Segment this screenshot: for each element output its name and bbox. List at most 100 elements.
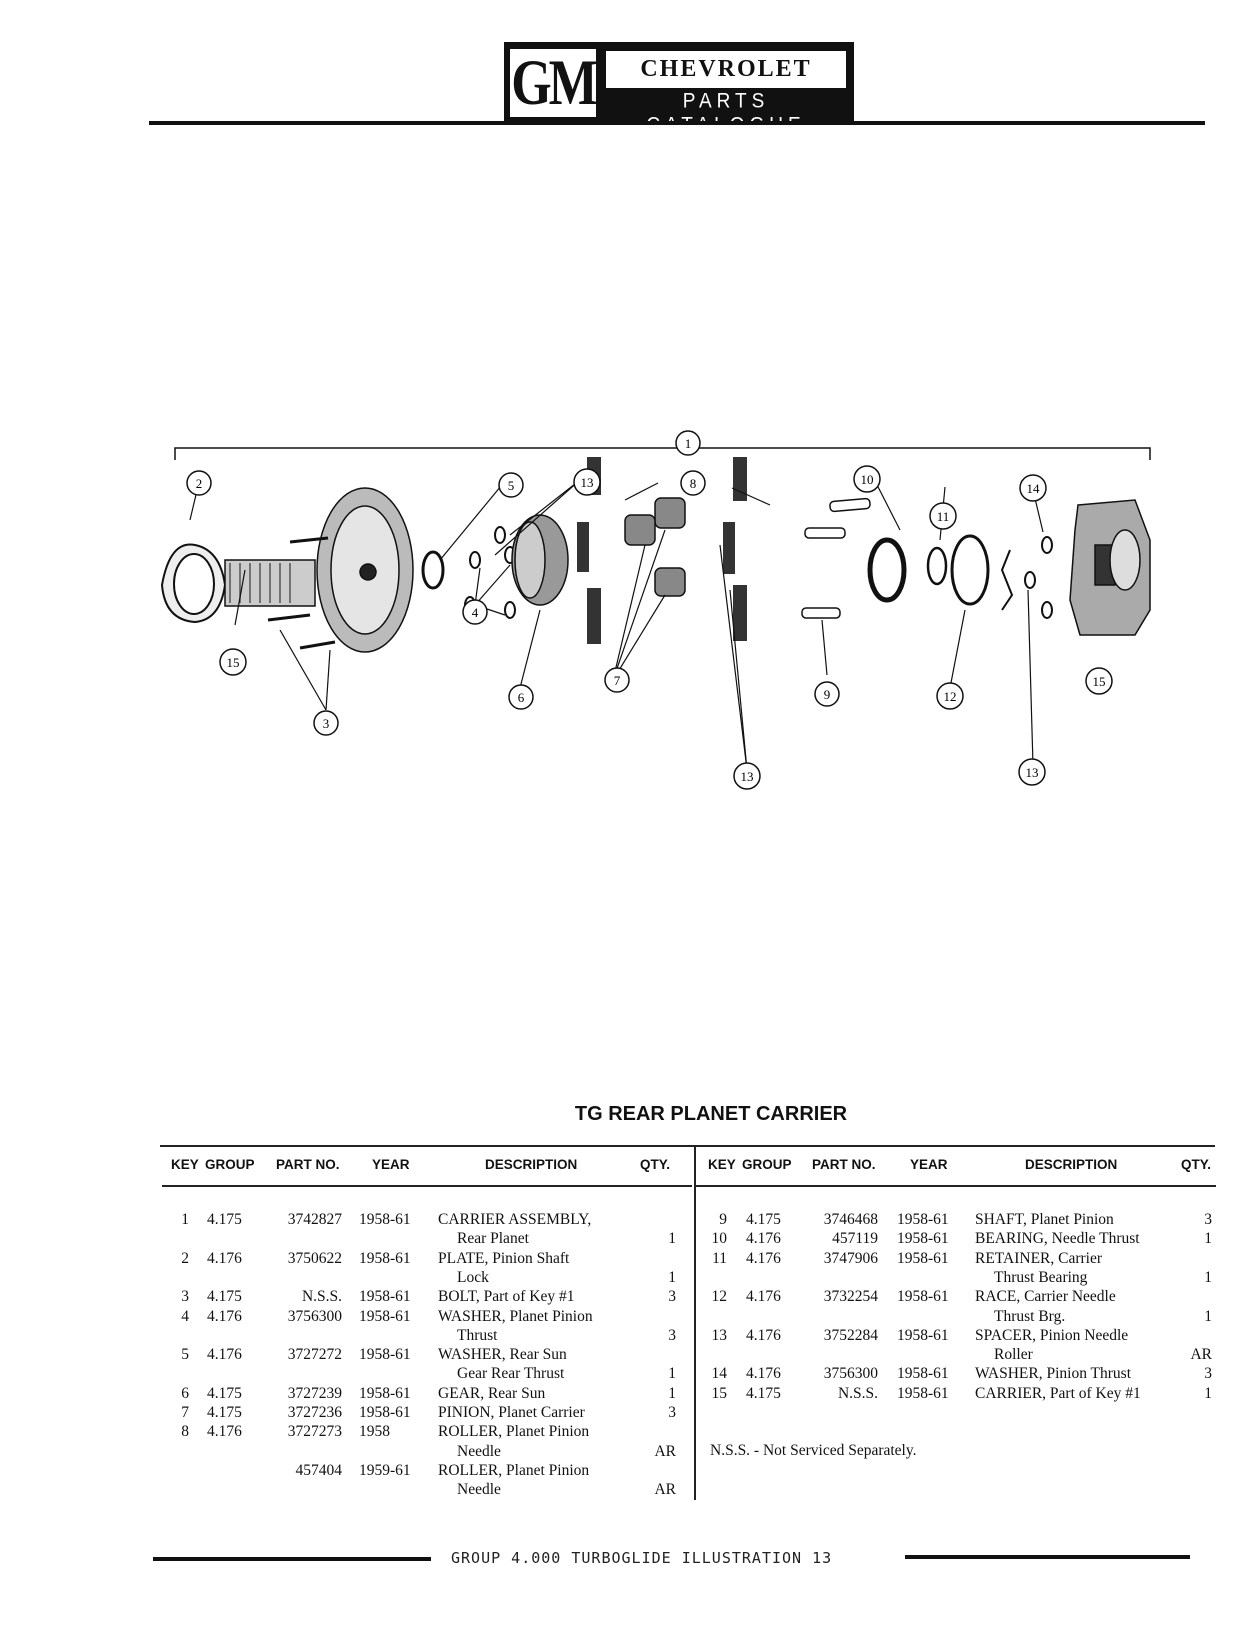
row-description: ROLLER, Planet Pinion: [438, 1423, 590, 1441]
row-year: 1958-61: [897, 1249, 949, 1267]
column-header-group-right: GROUP: [742, 1157, 792, 1172]
row-description: WASHER, Planet Pinion: [438, 1307, 593, 1325]
row-part-number: N.S.S.: [301, 1288, 342, 1306]
table-top-rule: [160, 1145, 1215, 1147]
row-qty: 1: [668, 1384, 676, 1402]
footer-rule-right: [905, 1555, 1190, 1559]
row-description: Needle: [457, 1442, 501, 1460]
row-part-number: 3746468: [823, 1211, 878, 1228]
column-header-description-left: DESCRIPTION: [485, 1157, 578, 1172]
row-year: 1958-61: [897, 1365, 949, 1383]
row-group: 4.175: [207, 1384, 242, 1402]
row-part-number: 3750622: [287, 1249, 342, 1267]
row-group: 4.176: [746, 1365, 781, 1383]
row-description: Thrust Brg.: [994, 1307, 1066, 1325]
row-qty: 3: [1204, 1211, 1212, 1228]
row-qty: 1: [1204, 1230, 1212, 1248]
row-description: Gear Rear Thrust: [457, 1365, 565, 1383]
row-group: 4.176: [207, 1249, 242, 1267]
row-part-number: 457404: [295, 1461, 343, 1479]
row-year: 1959-61: [359, 1461, 411, 1479]
callout-5: 5: [498, 472, 524, 498]
row-part-number: 3732254: [823, 1288, 878, 1306]
row-part-number: 3727236: [287, 1404, 342, 1421]
row-description: BEARING, Needle Thrust: [975, 1230, 1140, 1248]
column-header-year-right: YEAR: [910, 1157, 948, 1172]
callout-13-lower: 13: [733, 762, 761, 790]
page-title: TG REAR PLANET CARRIER: [574, 1103, 848, 1125]
row-year: 1958-61: [359, 1346, 411, 1364]
sun-gear-washer: [421, 550, 445, 590]
callout-11: 11: [929, 502, 957, 530]
row-part-number: 3756300: [287, 1307, 342, 1325]
svg-text:11: 11: [937, 509, 950, 524]
row-key: 8: [181, 1423, 189, 1441]
row-description: Roller: [994, 1346, 1033, 1364]
row-description: Thrust Bearing: [994, 1268, 1088, 1286]
callout-12: 12: [936, 682, 964, 710]
column-header-description-right: DESCRIPTION: [1025, 1157, 1118, 1172]
row-key: 3: [181, 1288, 189, 1306]
row-qty: 1: [668, 1268, 676, 1286]
row-key: 10: [711, 1230, 728, 1248]
row-part-number: 3727239: [287, 1384, 342, 1402]
row-description: WASHER, Pinion Thrust: [975, 1365, 1132, 1383]
row-description: SHAFT, Planet Pinion: [975, 1211, 1114, 1228]
row-year: 1958: [359, 1423, 390, 1441]
column-header-key-left: KEY: [171, 1157, 199, 1172]
column-header-year-left: YEAR: [372, 1157, 410, 1172]
row-year: 1958-61: [897, 1384, 949, 1402]
svg-text:1: 1: [685, 436, 692, 451]
row-qty: 1: [1204, 1268, 1212, 1286]
brand-name: CHEVROLET: [640, 56, 812, 82]
header-rule: [149, 121, 1205, 125]
row-group: 4.176: [207, 1423, 242, 1441]
row-description: WASHER, Rear Sun: [438, 1346, 567, 1364]
row-group: 4.175: [207, 1211, 242, 1228]
row-qty: AR: [654, 1481, 676, 1499]
row-group: 4.176: [746, 1326, 781, 1344]
row-description: PINION, Planet Carrier: [438, 1404, 585, 1421]
svg-text:14: 14: [1027, 481, 1041, 496]
svg-text:8: 8: [690, 476, 697, 491]
brand-box: CHEVROLET: [606, 51, 846, 88]
svg-text:10: 10: [861, 472, 874, 487]
row-part-number: 3752284: [823, 1326, 878, 1344]
svg-text:4: 4: [472, 605, 479, 620]
pinion-shafts: [801, 497, 871, 619]
row-description: Rear Planet: [457, 1230, 529, 1248]
column-header-part-no-left: PART NO.: [276, 1157, 340, 1172]
row-qty: 3: [668, 1326, 676, 1344]
footer-rule-left: [153, 1557, 431, 1561]
row-part-number: 3727272: [287, 1346, 342, 1364]
row-description: CARRIER ASSEMBLY,: [438, 1211, 592, 1228]
callout-6: 6: [508, 684, 534, 710]
row-part-number: 3727273: [287, 1423, 342, 1441]
row-key: 14: [711, 1365, 728, 1383]
callout-1: 1: [675, 430, 701, 456]
column-header-key-right: KEY: [708, 1157, 736, 1172]
row-key: 12: [711, 1288, 728, 1306]
row-year: 1958-61: [359, 1288, 411, 1306]
nss-note: N.S.S. - Not Serviced Separately.: [710, 1442, 917, 1459]
leader-lines: [189, 474, 1044, 771]
row-part-number: 3747906: [823, 1249, 878, 1267]
bolts: [267, 536, 336, 650]
callout-4: 4: [462, 599, 488, 625]
row-group: 4.175: [746, 1211, 781, 1228]
row-description: RETAINER, Carrier: [975, 1249, 1103, 1267]
row-description: Thrust: [457, 1326, 498, 1344]
row-qty: 3: [1204, 1365, 1212, 1383]
callout-3: 3: [313, 710, 339, 736]
row-year: 1958-61: [897, 1326, 949, 1344]
svg-text:9: 9: [824, 687, 831, 702]
row-part-number: 3756300: [823, 1365, 878, 1383]
callout-7: 7: [604, 667, 630, 693]
row-qty: 1: [668, 1365, 676, 1383]
gm-chevrolet-logo: GM CHEVROLET PARTS CATALOGUE: [504, 42, 854, 137]
callout-15: 15: [219, 648, 247, 676]
row-key: 7: [181, 1404, 189, 1421]
planet-pinions: [624, 497, 686, 597]
row-year: 1958-61: [359, 1404, 411, 1421]
table-header-rule-left: [162, 1185, 692, 1187]
